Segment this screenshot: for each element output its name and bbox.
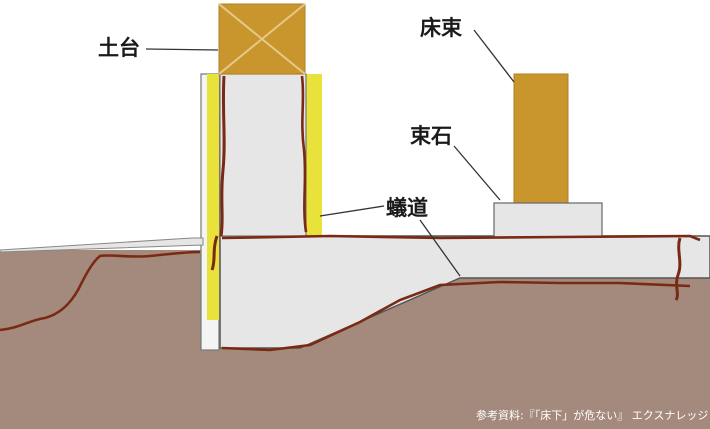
leader-stone bbox=[453, 145, 501, 201]
leader-termite-lower bbox=[419, 219, 461, 277]
termite-tube-wall bbox=[210, 75, 226, 271]
leader-floor-post bbox=[473, 29, 515, 83]
leader-termite-upper bbox=[319, 205, 385, 217]
termite-tube-right bbox=[674, 237, 682, 301]
sill-label: 土台 bbox=[98, 36, 140, 60]
concrete-slab bbox=[219, 235, 710, 349]
insulation-right bbox=[306, 74, 322, 236]
floor-post-label: 床束 bbox=[420, 16, 462, 40]
foundation-inner bbox=[219, 73, 307, 237]
termite-tube-label: 蟻道 bbox=[386, 196, 428, 220]
termite-tube-post bbox=[300, 75, 308, 233]
outer-ledge bbox=[0, 237, 204, 253]
termite-tube-soil bbox=[0, 250, 201, 332]
sill-cross-2 bbox=[218, 3, 306, 75]
source-credit: 参考資料:『「床下」が危ない』 エクスナレッジ bbox=[476, 409, 709, 422]
soil bbox=[0, 238, 710, 429]
termite-tube-floor bbox=[221, 234, 701, 242]
insulation-left bbox=[207, 74, 219, 320]
floor-post bbox=[513, 73, 569, 205]
termite-tube-under bbox=[221, 280, 691, 352]
foundation-stone-label: 束石 bbox=[410, 124, 452, 148]
foundation-stone bbox=[493, 202, 603, 238]
leader-sill bbox=[145, 48, 219, 51]
